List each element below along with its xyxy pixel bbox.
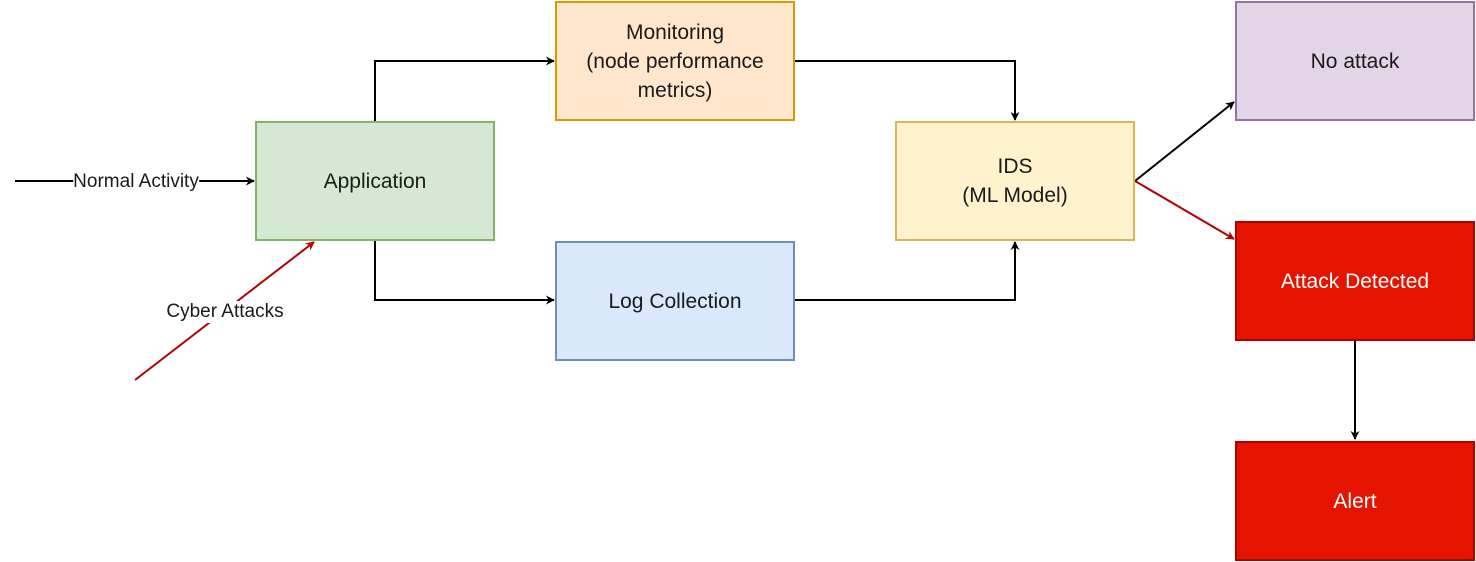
application-label: Application (323, 169, 427, 193)
alert-label: Alert (1333, 489, 1377, 513)
alert-node[interactable]: Alert (1235, 441, 1475, 561)
ids-label: IDS (ML Model) (962, 155, 1068, 207)
no-attack-label: No attack (1310, 49, 1400, 73)
edge-ids-to-attack-detected (1134, 180, 1235, 240)
attack-detected-node[interactable]: Attack Detected (1235, 221, 1475, 341)
monitoring-node[interactable]: Monitoring (node performance metrics) (555, 1, 795, 121)
monitoring-label: Monitoring (node performance metrics) (586, 20, 764, 102)
log-collection-label: Log Collection (608, 289, 742, 313)
edge-ids-to-no-attack (1134, 101, 1235, 182)
ids-node[interactable]: IDS (ML Model) (895, 121, 1135, 241)
edge-application-to-log-collection (374, 241, 555, 305)
no-attack-node[interactable]: No attack (1235, 1, 1475, 121)
edge-monitoring-to-ids (795, 60, 1020, 121)
edge-log-collection-to-ids (795, 241, 1020, 301)
edge-application-to-monitoring (374, 56, 555, 121)
normal-activity-edge-label: Normal Activity (73, 171, 199, 193)
cyber-attacks-edge-label: Cyber Attacks (166, 301, 284, 323)
application-node[interactable]: Application (255, 121, 495, 241)
log-collection-node[interactable]: Log Collection (555, 241, 795, 361)
attack-detected-label: Attack Detected (1280, 269, 1430, 293)
